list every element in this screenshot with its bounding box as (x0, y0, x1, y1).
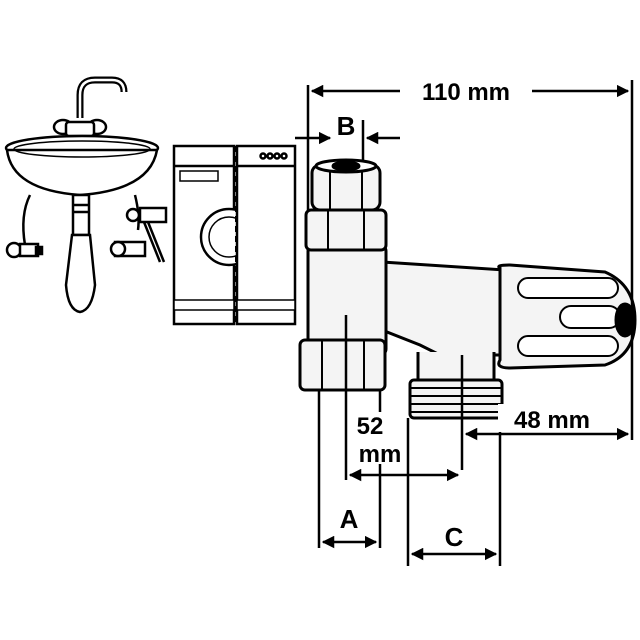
dishwasher (235, 144, 297, 326)
bottom-hex-nut (298, 338, 387, 392)
valve-knob (497, 263, 637, 370)
outlet-thread (408, 352, 504, 420)
valve-body-horizontal (380, 260, 507, 357)
label-height-unit: mm (359, 441, 402, 468)
label-b: B (337, 111, 356, 141)
faucet-spout (76, 76, 128, 118)
angle-valve-right-top (138, 206, 168, 224)
label-overall-width: 110 mm (422, 79, 510, 106)
label-outlet-offset: 48 mm (514, 407, 590, 434)
dimension-labels: 110 mm B 48 mm 52 mm A C (337, 79, 608, 552)
dimension-lines (295, 80, 634, 566)
sink-illustration (4, 76, 168, 314)
top-hex-nut (304, 158, 388, 252)
drain-pipe (71, 193, 91, 237)
appliance-illustration (172, 144, 297, 326)
label-height-value: 52 (357, 413, 384, 440)
siphon-trap (64, 233, 97, 314)
label-a: A (340, 504, 359, 534)
valve-assembly (298, 158, 637, 420)
label-c: C (445, 522, 464, 552)
